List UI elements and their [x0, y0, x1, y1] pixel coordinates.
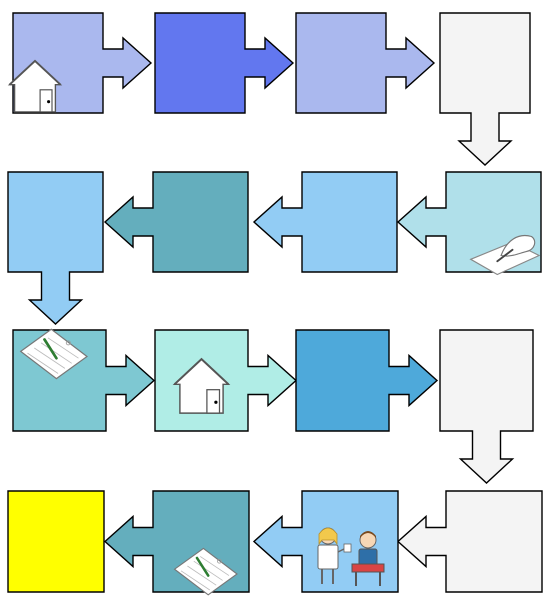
board-tile-row2-pos2	[252, 171, 398, 273]
board-tile-row1-pos4	[439, 12, 531, 166]
board-tile-row4-pos4	[7, 490, 105, 593]
board-tile-row1-pos3	[295, 12, 436, 114]
board-tile-row3-pos3	[295, 329, 439, 432]
board-tile-row1-pos2	[154, 12, 295, 114]
board-tile-row2-pos3	[103, 171, 249, 273]
board-tile-row3-pos4	[439, 329, 534, 484]
board-tile-row4-pos1	[396, 490, 543, 593]
board-tile-row2-pos4	[7, 171, 104, 325]
